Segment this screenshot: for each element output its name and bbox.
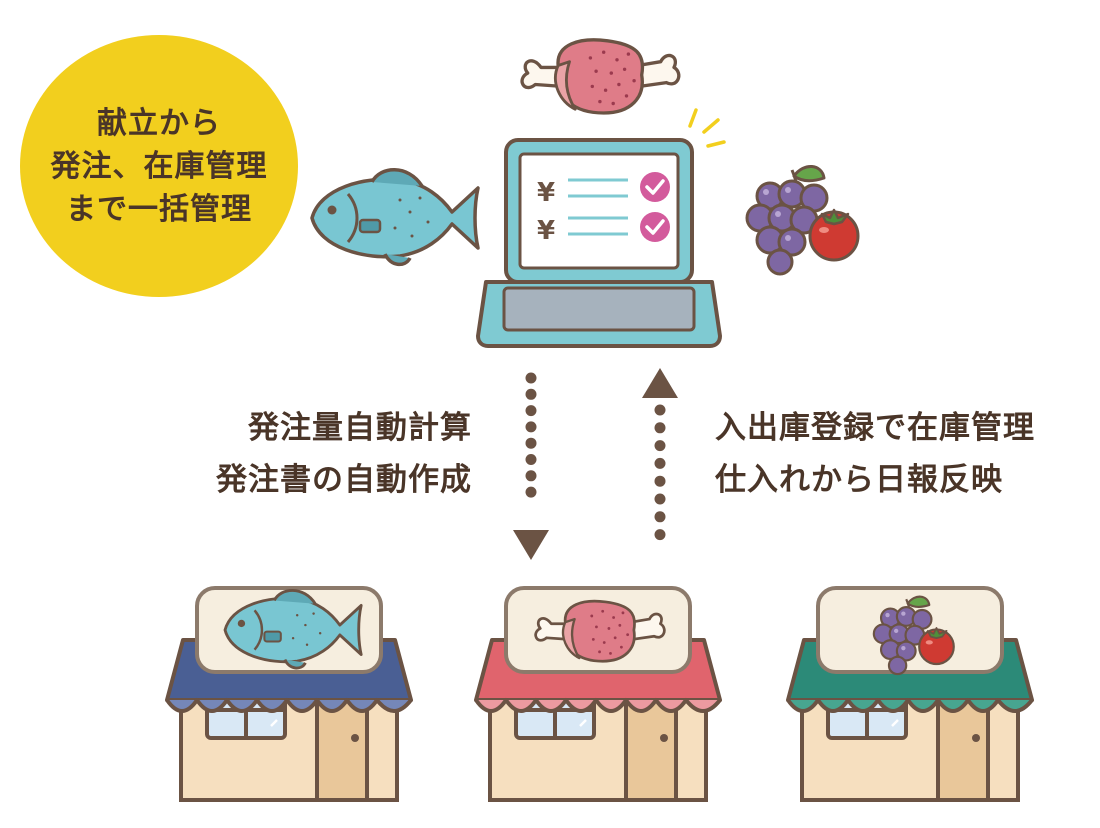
inventory-flow-line-1: 入出庫登録で在庫管理 bbox=[715, 410, 1035, 446]
order-flow-line-2: 発注書の自動作成 bbox=[216, 462, 472, 498]
produce-icon bbox=[745, 164, 860, 276]
arrow-dot bbox=[654, 440, 666, 452]
store-sign bbox=[195, 586, 383, 674]
arrow-dot bbox=[525, 372, 537, 384]
laptop-row-1: ¥ bbox=[537, 172, 670, 208]
arrow-dot bbox=[654, 475, 666, 487]
summary-badge: 献立から 発注、在庫管理 まで一括管理 bbox=[20, 35, 298, 297]
laptop: ¥ ¥ bbox=[476, 108, 726, 348]
arrow-dot bbox=[525, 405, 537, 417]
meat-icon bbox=[520, 38, 681, 115]
badge-line-2: 発注、在庫管理 bbox=[50, 148, 268, 184]
fish-store bbox=[165, 586, 413, 802]
arrow-dot bbox=[525, 454, 537, 465]
order-flow-line-1: 発注量自動計算 bbox=[248, 410, 472, 446]
inventory-flow-label: 入出庫登録で在庫管理 仕入れから日報反映 bbox=[715, 402, 1035, 506]
arrow-dot bbox=[525, 388, 537, 400]
inventory-flow-line-2: 仕入れから日報反映 bbox=[715, 462, 1003, 498]
yen-symbol-1: ¥ bbox=[537, 178, 555, 208]
check-icon bbox=[640, 172, 670, 202]
arrow-dot bbox=[525, 470, 537, 482]
yen-symbol-2: ¥ bbox=[537, 216, 555, 246]
badge-line-1: 献立から bbox=[97, 105, 221, 141]
arrow-down bbox=[513, 372, 549, 560]
arrow-head bbox=[513, 530, 549, 560]
check-icon bbox=[640, 212, 670, 242]
badge-line-3: まで一括管理 bbox=[66, 191, 252, 227]
order-flow-label: 発注量自動計算 発注書の自動作成 bbox=[216, 402, 472, 506]
laptop-row-2: ¥ bbox=[537, 212, 670, 246]
arrow-dot bbox=[654, 457, 666, 469]
fish-icon bbox=[310, 167, 480, 267]
meat-store bbox=[474, 586, 722, 802]
store-sign bbox=[504, 586, 692, 674]
arrow-dot bbox=[654, 529, 666, 541]
arrow-dot bbox=[525, 486, 537, 498]
arrow-dot bbox=[654, 404, 666, 416]
arrow-dot bbox=[525, 421, 537, 433]
arrow-dot bbox=[654, 511, 666, 523]
arrow-dot bbox=[654, 422, 666, 434]
arrow-dot bbox=[525, 437, 537, 449]
store-sign bbox=[816, 586, 1004, 676]
arrow-up bbox=[642, 368, 678, 541]
arrow-head bbox=[642, 368, 678, 398]
arrow-dot bbox=[654, 493, 666, 505]
produce-store bbox=[786, 586, 1034, 802]
